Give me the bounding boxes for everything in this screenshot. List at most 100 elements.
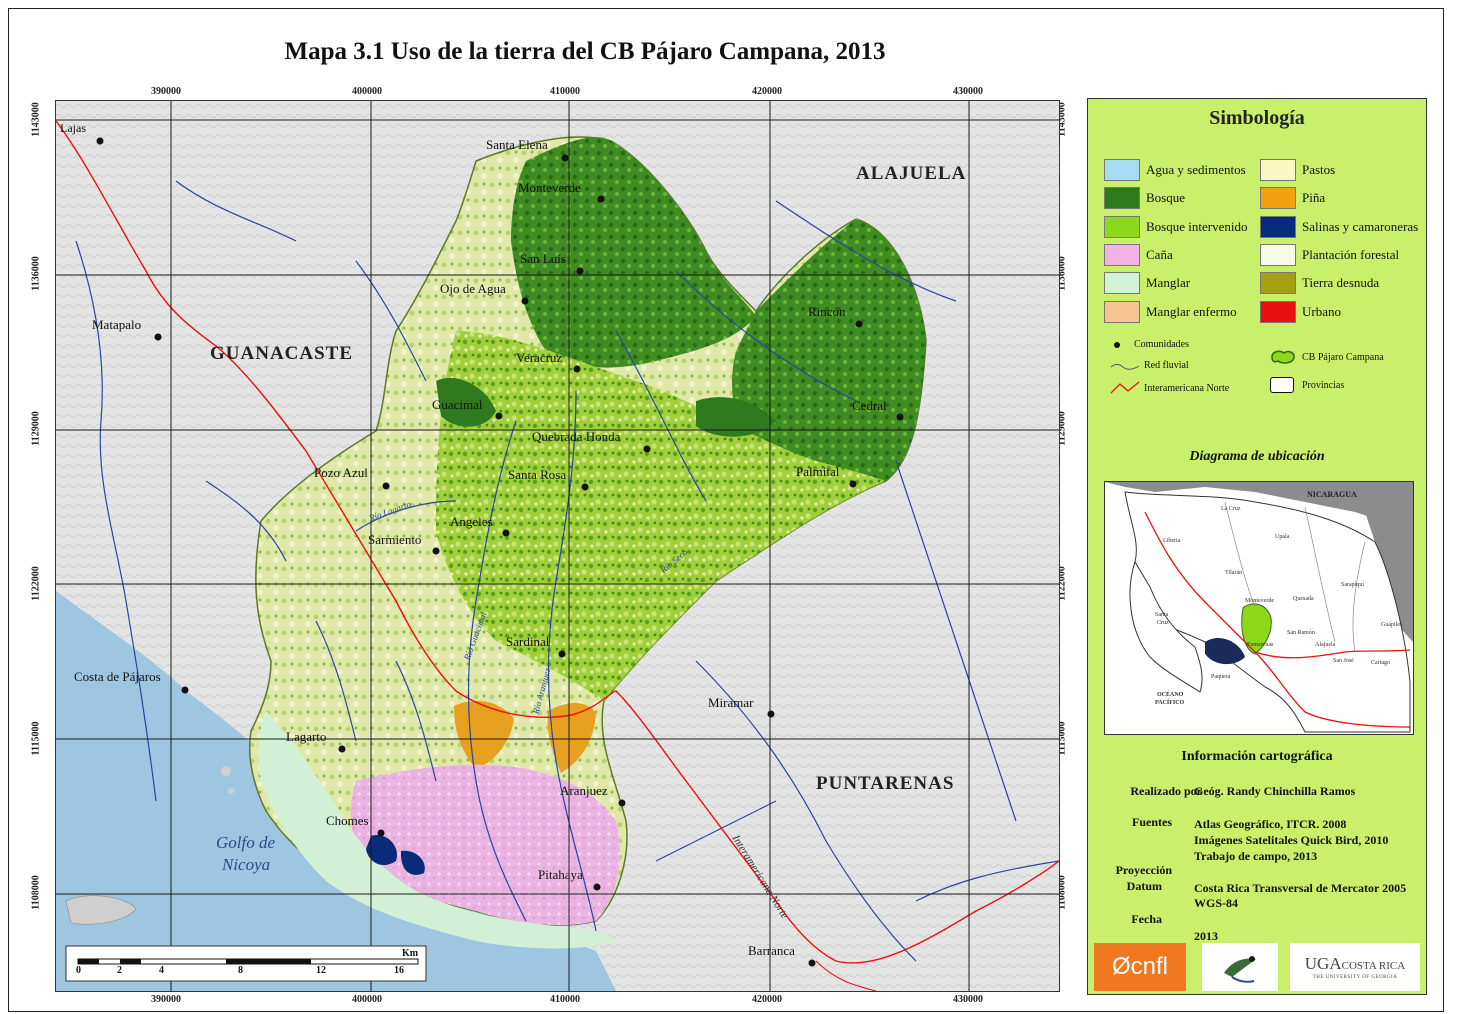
uga-logo: UGACOSTA RICA THE UNIVERSITY OF GEORGIA bbox=[1290, 943, 1420, 991]
legend-swatch bbox=[1104, 159, 1140, 181]
legend-title: Simbología bbox=[1209, 107, 1305, 129]
inset-roads bbox=[1144, 511, 1411, 728]
legend-label: Bosque bbox=[1146, 190, 1185, 205]
legend-item: Manglar enfermo bbox=[1104, 301, 1237, 323]
community-point bbox=[808, 959, 816, 967]
place-label: Lagarto bbox=[286, 729, 327, 744]
community-point bbox=[382, 482, 390, 490]
legend-label: Agua y sedimentos bbox=[1146, 162, 1246, 177]
intervened-forest bbox=[436, 331, 886, 701]
symbol-provinces: Provincias bbox=[1270, 377, 1344, 393]
x-coord-top: 400000 bbox=[352, 86, 382, 97]
place-label: Barranca bbox=[748, 943, 795, 958]
place-label: Cedral bbox=[852, 398, 887, 413]
legend-label: Salinas y camaroneras bbox=[1302, 219, 1419, 234]
scale-bar bbox=[65, 945, 427, 982]
river-icon bbox=[1110, 363, 1140, 370]
community-point bbox=[849, 480, 857, 488]
community-point bbox=[618, 799, 626, 807]
symbol-communities: Comunidades bbox=[1114, 339, 1189, 350]
cb-polygon-icon bbox=[1271, 350, 1295, 364]
y-coord-left: 1115000 bbox=[30, 721, 42, 756]
pineapple-area bbox=[547, 703, 596, 773]
place-label: Santa Elena bbox=[486, 137, 548, 152]
x-coord-bottom: 400000 bbox=[352, 994, 382, 1005]
inset-title: Diagrama de ubicación bbox=[1189, 449, 1325, 464]
place-label: Lajas bbox=[60, 121, 86, 135]
forest-area bbox=[732, 219, 926, 485]
x-coord-top: 430000 bbox=[953, 86, 983, 97]
cnfl-logo: Øcnfl bbox=[1094, 943, 1186, 991]
community-point bbox=[573, 365, 581, 373]
community-point bbox=[502, 529, 510, 537]
legend-item: Agua y sedimentos bbox=[1104, 159, 1246, 181]
community-point bbox=[521, 297, 529, 305]
legend-label: Pastos bbox=[1302, 162, 1336, 177]
place-label: Ojo de Agua bbox=[440, 281, 506, 296]
inset-label: La Cruz bbox=[1221, 506, 1241, 512]
inset-label: Sarapiquí bbox=[1341, 582, 1364, 588]
logos: Øcnfl UGACOSTA RICA THE UNIVERSITY OF GE… bbox=[1094, 943, 1420, 991]
x-coord-bottom: 430000 bbox=[953, 994, 983, 1005]
community-point bbox=[597, 195, 605, 203]
inset-label: San José bbox=[1333, 658, 1354, 664]
legend-swatch bbox=[1104, 301, 1140, 323]
community-point bbox=[432, 547, 440, 555]
gulf-label: Golfo de bbox=[216, 833, 276, 852]
inset-label: Guápiles bbox=[1381, 622, 1403, 628]
y-coord-left: 1129000 bbox=[30, 411, 42, 446]
community-point bbox=[896, 413, 904, 421]
point-icon bbox=[1114, 341, 1120, 348]
sea-area bbox=[56, 591, 616, 991]
scale-tick: 16 bbox=[394, 965, 404, 976]
community-point bbox=[576, 267, 584, 275]
province-box-icon bbox=[1270, 377, 1294, 393]
place-label: Matapalo bbox=[92, 317, 142, 332]
legend-swatch bbox=[1260, 301, 1296, 323]
bird-logo bbox=[1202, 943, 1278, 991]
inset-cb-area bbox=[1241, 603, 1272, 655]
province-label: ALAJUELA bbox=[856, 163, 967, 184]
map-title: Mapa 3.1 Uso de la tierra del CB Pájaro … bbox=[284, 38, 886, 65]
legend-item: Manglar bbox=[1104, 272, 1190, 294]
symbol-label: CB Pájaro Campana bbox=[1302, 351, 1384, 363]
symbol-label: Comunidades bbox=[1134, 339, 1189, 350]
legend-item: Piña bbox=[1260, 187, 1325, 209]
uga-logo-text: UGA bbox=[1304, 953, 1342, 973]
info-value-fuentes-1: Atlas Geográfico, ITCR. 2008 bbox=[1194, 817, 1347, 831]
legend-item: Plantación forestal bbox=[1260, 244, 1399, 266]
x-coord-bottom: 390000 bbox=[151, 994, 181, 1005]
legend-item: Bosque bbox=[1104, 187, 1185, 209]
main-map[interactable]: Lajas Matapalo GUANACASTE ALAJUELA PUNTA… bbox=[55, 100, 1060, 992]
road-icon bbox=[1110, 381, 1140, 394]
symbol-road: Interamericana Norte bbox=[1110, 381, 1229, 395]
inset-label: Alajuela bbox=[1315, 642, 1336, 648]
info-title: Información cartográfica bbox=[1181, 749, 1333, 764]
legend-swatch bbox=[1104, 244, 1140, 266]
gulf-label: Nicoya bbox=[222, 855, 271, 874]
place-label: Sarmiento bbox=[368, 532, 422, 547]
place-label: Monteverde bbox=[518, 180, 581, 195]
x-coord-top: 410000 bbox=[550, 86, 580, 97]
legend-label: Manglar enfermo bbox=[1146, 304, 1237, 319]
place-label: Pitahaya bbox=[538, 867, 583, 882]
info-value-fecha: 2013 bbox=[1194, 929, 1218, 943]
inset-label: Monteverde bbox=[1245, 598, 1274, 604]
info-label-proyeccion: Proyección bbox=[1115, 863, 1172, 877]
province-label: GUANACASTE bbox=[210, 343, 354, 364]
symbol-label: Red fluvial bbox=[1144, 360, 1189, 371]
inset-label: PACÍFICO bbox=[1155, 700, 1185, 706]
forest-area bbox=[511, 137, 756, 368]
info-value-fuentes-3: Trabajo de campo, 2013 bbox=[1194, 849, 1318, 863]
place-label: Pozo Azul bbox=[314, 465, 368, 480]
place-label: Veracruz bbox=[516, 350, 563, 365]
salinas-area bbox=[366, 835, 397, 866]
location-inset-map[interactable]: NICARAGUA Liberia La Cruz Tilarán Upala … bbox=[1104, 481, 1414, 735]
inset-label: Puntarenas bbox=[1247, 642, 1274, 648]
community-point bbox=[558, 650, 566, 658]
x-coord-top: 390000 bbox=[151, 86, 181, 97]
legend-item: Pastos bbox=[1260, 159, 1335, 181]
grid bbox=[56, 101, 1059, 991]
legend-swatch bbox=[1260, 244, 1296, 266]
inset-label: Upala bbox=[1275, 534, 1290, 540]
